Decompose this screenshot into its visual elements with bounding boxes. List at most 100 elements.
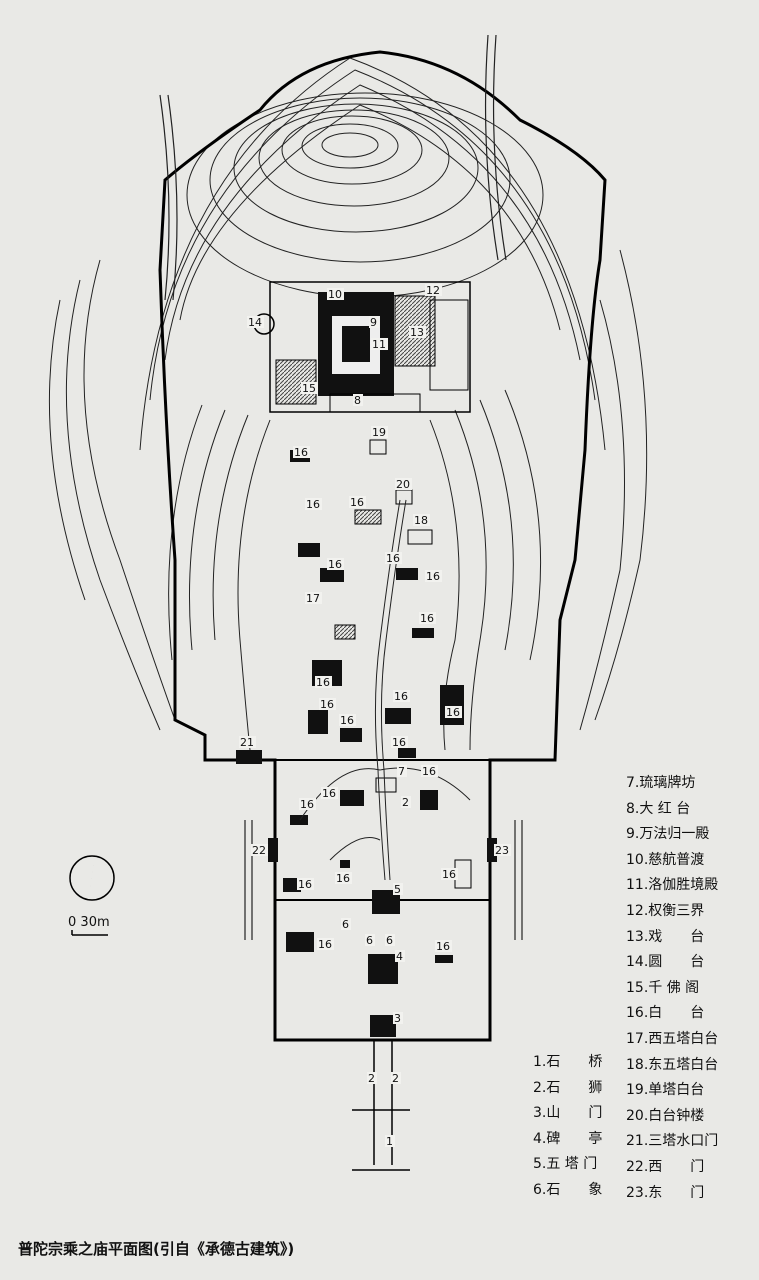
map-label-12: 12 bbox=[426, 284, 440, 297]
map-label-16: 16 bbox=[328, 558, 342, 571]
map-label-bg bbox=[251, 844, 268, 856]
legend-item: 4.碑 亭 bbox=[533, 1130, 603, 1147]
legend-item: 18.东五塔白台 bbox=[626, 1056, 719, 1073]
map-label-bg bbox=[319, 698, 336, 710]
map-label-bg bbox=[435, 940, 452, 952]
great-red-terrace bbox=[253, 281, 471, 413]
map-label-21: 21 bbox=[240, 736, 254, 749]
site-boundary bbox=[158, 50, 607, 1042]
map-label-bg bbox=[413, 514, 430, 526]
map-label-bg bbox=[341, 918, 351, 930]
map-label-20: 20 bbox=[396, 478, 410, 491]
map-label-18: 18 bbox=[414, 514, 428, 527]
map-label-2: 2 bbox=[402, 796, 409, 809]
map-label-bg bbox=[385, 934, 395, 946]
map-label-bg bbox=[353, 394, 363, 406]
map-label-bg bbox=[297, 878, 314, 890]
map-label-6: 6 bbox=[366, 934, 373, 947]
map-label-bg bbox=[321, 787, 338, 799]
legend-item: 5.五 塔 门 bbox=[533, 1156, 598, 1173]
map-label-bg bbox=[317, 938, 334, 950]
legend-item: 14.圆 台 bbox=[626, 954, 705, 971]
map-label-bg bbox=[335, 872, 352, 884]
map-label-bg bbox=[401, 796, 411, 808]
legend-item: 12.权衡三界 bbox=[626, 903, 705, 919]
map-label-bg bbox=[391, 1072, 401, 1084]
scale-label: 0 30m bbox=[68, 915, 110, 930]
scale-bar bbox=[71, 930, 108, 936]
map-label-bg bbox=[425, 284, 442, 296]
legend-item: 7.琉璃牌坊 bbox=[626, 775, 696, 791]
legend-item: 23.东 门 bbox=[626, 1184, 705, 1201]
legend-item: 21.三塔水口门 bbox=[626, 1133, 719, 1150]
map-label-bg bbox=[305, 592, 322, 604]
map-label-6: 6 bbox=[386, 934, 393, 947]
map-label-bg bbox=[349, 496, 366, 508]
map-label-16: 16 bbox=[442, 868, 456, 881]
legend-item: 8.大 红 台 bbox=[626, 800, 691, 817]
stone-bridge bbox=[352, 1040, 410, 1171]
legend-item: 1.石 桥 bbox=[533, 1054, 603, 1070]
map-label-bg bbox=[409, 326, 426, 338]
north-arrow-icon bbox=[69, 852, 115, 904]
map-label-13: 13 bbox=[410, 326, 424, 339]
map-label-16: 16 bbox=[300, 798, 314, 811]
map-label-16: 16 bbox=[318, 938, 332, 951]
legend-item: 6.石 象 bbox=[533, 1182, 603, 1198]
map-label-16: 16 bbox=[446, 706, 460, 719]
map-label-bg bbox=[315, 676, 332, 688]
legend-item: 3.山 门 bbox=[533, 1105, 603, 1122]
map-label-bg bbox=[494, 844, 511, 856]
map-label-14: 14 bbox=[248, 316, 262, 329]
map-label-17: 17 bbox=[306, 592, 320, 605]
map-label-16: 16 bbox=[394, 690, 408, 703]
map-label-bg bbox=[327, 558, 344, 570]
map-label-bg bbox=[327, 288, 344, 300]
map-label-15: 15 bbox=[302, 382, 316, 395]
map-label-bg bbox=[391, 736, 408, 748]
map-label-bg bbox=[293, 446, 310, 458]
map-label-bg bbox=[445, 706, 462, 718]
map-label-16: 16 bbox=[426, 570, 440, 583]
map-label-9: 9 bbox=[370, 316, 377, 329]
map-label-bg bbox=[395, 950, 405, 962]
map-label-5: 5 bbox=[394, 883, 401, 896]
map-label-2: 2 bbox=[392, 1072, 399, 1085]
map-label-bg bbox=[393, 1012, 403, 1024]
map-label-bg bbox=[441, 868, 458, 880]
map-label-16: 16 bbox=[320, 698, 334, 711]
legend-item: 20.白台钟楼 bbox=[626, 1107, 705, 1124]
map-label-bg bbox=[369, 316, 379, 328]
map-label-16: 16 bbox=[392, 736, 406, 749]
map-label-bg bbox=[367, 1072, 377, 1084]
map-label-4: 4 bbox=[396, 950, 403, 963]
map-label-16: 16 bbox=[336, 872, 350, 885]
map-label-7: 7 bbox=[398, 765, 405, 778]
map-label-16: 16 bbox=[422, 765, 436, 778]
map-label-8: 8 bbox=[354, 394, 361, 407]
map-label-bg bbox=[301, 382, 318, 394]
map-label-bg bbox=[247, 316, 264, 328]
map-label-19: 19 bbox=[372, 426, 386, 439]
streams bbox=[159, 34, 523, 940]
axis-gates bbox=[236, 750, 497, 1037]
map-label-bg bbox=[421, 765, 438, 777]
legend-item: 16.白 台 bbox=[626, 1005, 705, 1022]
map-label-bg bbox=[419, 612, 436, 624]
map-label-16: 16 bbox=[420, 612, 434, 625]
map-label-16: 16 bbox=[386, 552, 400, 565]
map-label-bg bbox=[305, 498, 322, 510]
map-label-16: 16 bbox=[306, 498, 320, 511]
map-label-bg bbox=[239, 736, 256, 748]
legend-item: 9.万法归一殿 bbox=[626, 826, 710, 843]
contour-lines bbox=[48, 57, 648, 751]
map-label-bg bbox=[395, 478, 412, 490]
map-label-11: 11 bbox=[372, 338, 386, 351]
legend-item: 2.石 狮 bbox=[533, 1079, 603, 1096]
map-label-bg bbox=[365, 934, 375, 946]
map-label-10: 10 bbox=[328, 288, 342, 301]
map-label-bg bbox=[299, 798, 316, 810]
map-label-16: 16 bbox=[294, 446, 308, 459]
map-label-bg bbox=[397, 765, 407, 777]
